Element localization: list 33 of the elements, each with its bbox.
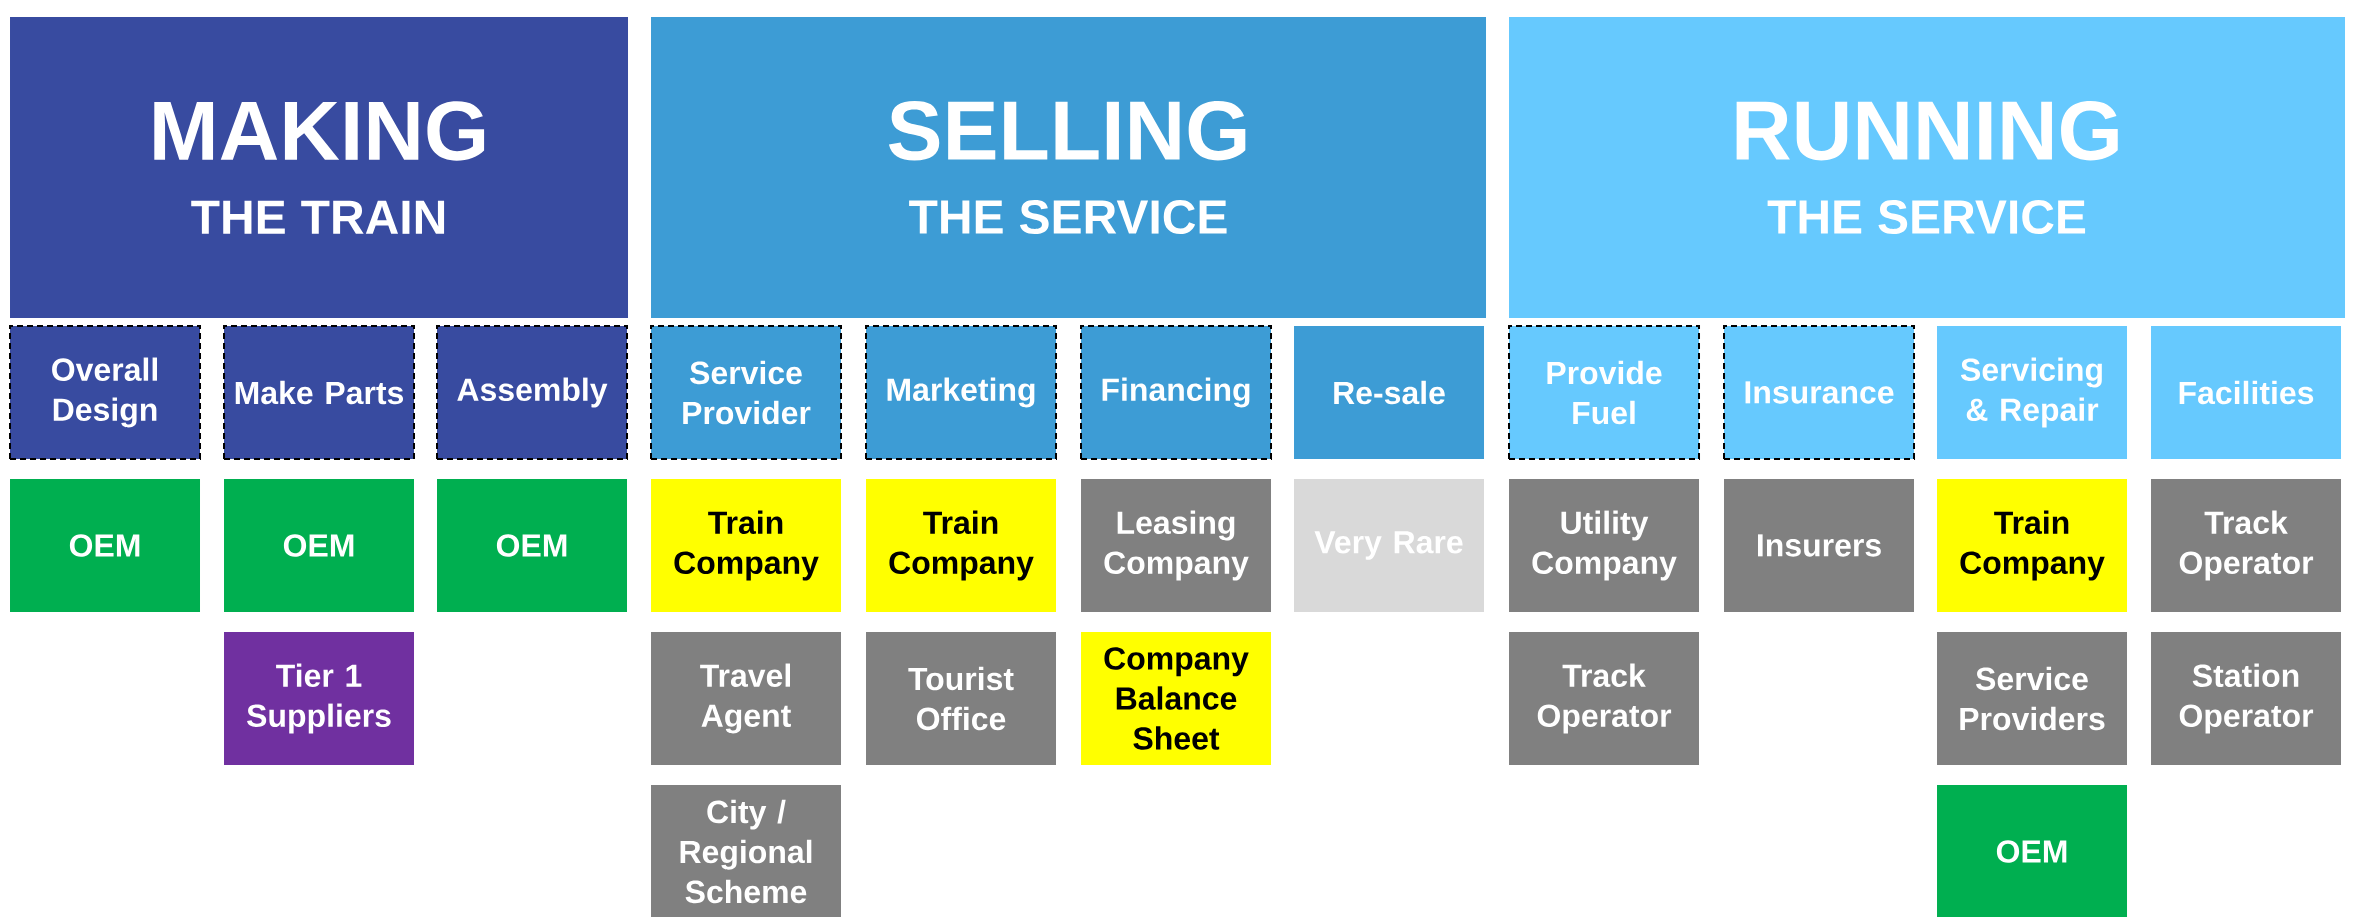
role-box: Travel Agent — [651, 632, 841, 765]
role-box: Train Company — [1937, 479, 2127, 612]
role-box: Leasing Company — [1081, 479, 1271, 612]
category-box: Insurance — [1723, 325, 1915, 460]
category-box: Financing — [1080, 325, 1272, 460]
role-box: OEM — [10, 479, 200, 612]
category-box: Marketing — [865, 325, 1057, 460]
role-box: OEM — [437, 479, 627, 612]
category-box: Re-sale — [1294, 326, 1484, 459]
role-box: Station Operator — [2151, 632, 2341, 765]
role-box: Insurers — [1724, 479, 1914, 612]
role-box: Train Company — [651, 479, 841, 612]
header-banner: MAKING THE TRAIN — [10, 17, 628, 318]
role-box: Utility Company — [1509, 479, 1699, 612]
role-box: Service Providers — [1937, 632, 2127, 765]
category-box: Service Provider — [650, 325, 842, 460]
role-box: Track Operator — [2151, 479, 2341, 612]
category-box: Facilities — [2151, 326, 2341, 459]
role-box: Company Balance Sheet — [1081, 632, 1271, 765]
category-box: Make Parts — [223, 325, 415, 460]
role-box: Track Operator — [1509, 632, 1699, 765]
role-box: City / Regional Scheme — [651, 785, 841, 917]
role-box: Tourist Office — [866, 632, 1056, 765]
category-box: Provide Fuel — [1508, 325, 1700, 460]
role-box: OEM — [1937, 785, 2127, 917]
role-box: Train Company — [866, 479, 1056, 612]
category-box: Servicing & Repair — [1937, 326, 2127, 459]
header-banner: RUNNING THE SERVICE — [1509, 17, 2345, 318]
role-box: Tier 1 Suppliers — [224, 632, 414, 765]
header-banner: SELLING THE SERVICE — [651, 17, 1486, 318]
role-box: OEM — [224, 479, 414, 612]
category-box: Overall Design — [9, 325, 201, 460]
category-box: Assembly — [436, 325, 628, 460]
